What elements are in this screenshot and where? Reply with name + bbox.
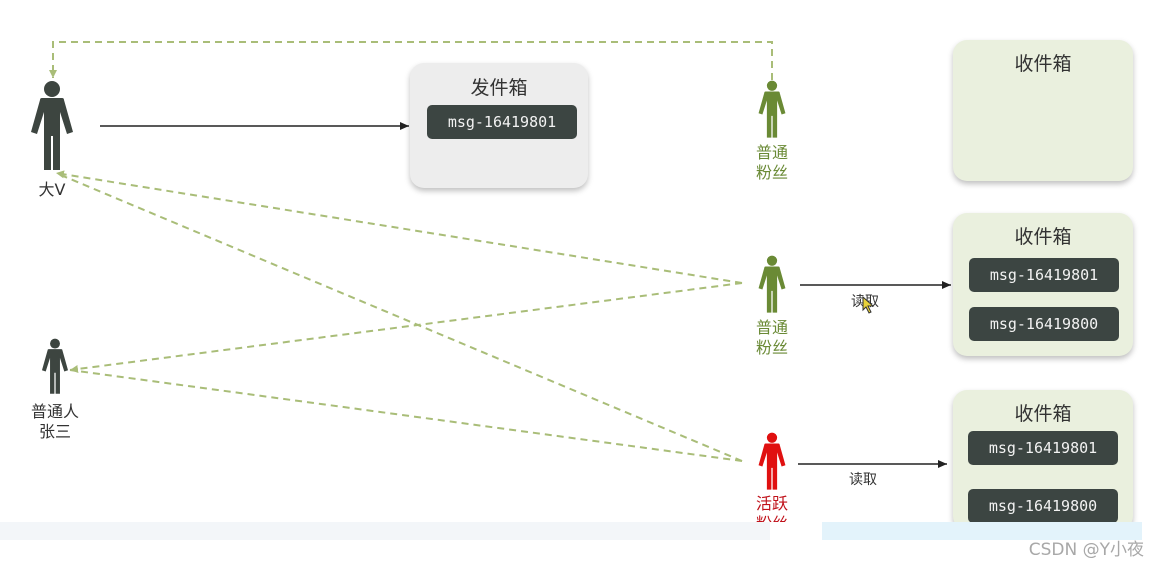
solid-arrows [100,122,951,468]
fan-top-person-icon [758,80,786,138]
follow-edge-mid-fan-to-bigv [55,170,743,284]
bottom-blue-band [822,522,1142,540]
fan-mid-label-line2: 粉丝 [755,338,788,357]
follow-edge-active-fan-to-zhangsan [69,369,743,462]
inbox-mid-message-1: msg-16419801 [969,258,1119,292]
bottom-band [0,522,770,540]
fan-top-label: 普通 粉丝 [747,143,797,183]
read-label-active: 读取 [849,472,877,488]
inbox-active: 收件箱 msg-16419801 msg-16419800 [953,390,1133,530]
inbox-active-message-2: msg-16419800 [968,489,1118,523]
outbox-message: msg-16419801 [427,105,577,139]
inbox-mid-message-2: msg-16419800 [969,307,1119,341]
zhangsan-label: 普通人 张三 [20,402,90,442]
zhangsan-label-line1: 普通人 [30,402,79,421]
dashed-connectors [49,41,773,462]
inbox-mid-title: 收件箱 [1014,226,1072,248]
inbox-top: 收件箱 [953,40,1133,181]
big-v-person-icon [31,81,73,170]
fan-top-label-line1: 普通 [755,143,788,162]
inbox-mid: 收件箱 msg-16419801 msg-16419800 [953,213,1133,356]
inbox-active-message-1: msg-16419801 [968,431,1118,465]
follow-edge-mid-fan-to-zhangsan [69,282,743,373]
follow-edge-active-fan-to-bigv [55,172,743,462]
inbox-active-title: 收件箱 [1014,403,1072,425]
fan-mid-person-icon [758,255,786,313]
fan-active-person-icon [758,432,786,490]
zhangsan-label-line2: 张三 [38,422,71,441]
follow-edge-top-fan-to-bigv [49,41,773,80]
fan-mid-label-line1: 普通 [755,318,788,337]
inbox-top-title: 收件箱 [1014,53,1072,75]
outbox: 发件箱 msg-16419801 [410,63,588,188]
zhangsan-person-icon [41,338,69,394]
watermark-text: CSDN @Y小夜 [1028,540,1144,560]
fan-active-label-line1: 活跃 [755,494,788,513]
big-v-label: 大V [38,180,66,199]
mouse-cursor-icon [862,296,875,314]
fan-mid-label: 普通 粉丝 [747,318,797,358]
fan-top-label-line2: 粉丝 [755,163,788,182]
bottom-strip [0,522,1152,566]
outbox-title: 发件箱 [470,77,528,99]
